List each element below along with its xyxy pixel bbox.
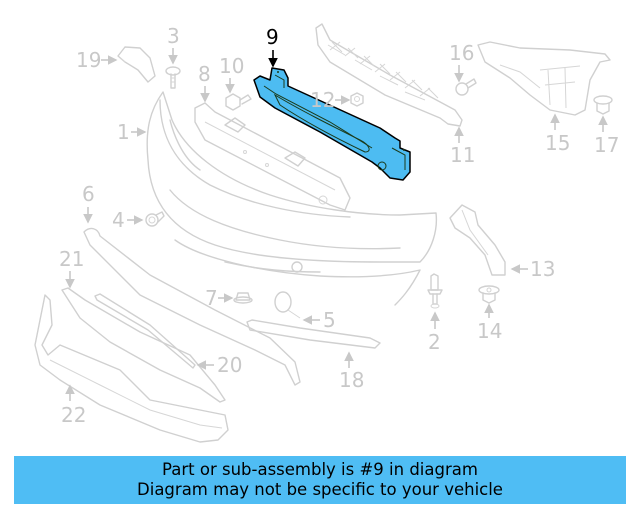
part-18-strip[interactable] — [246, 319, 381, 349]
callout-2[interactable]: 2 — [428, 311, 441, 354]
part-11-upper-support[interactable] — [315, 23, 463, 127]
part-3-screw[interactable] — [165, 66, 181, 89]
callout-9-label: 9 — [266, 25, 279, 49]
callout-20[interactable]: 20 — [196, 353, 242, 377]
callout-22[interactable]: 22 — [61, 384, 86, 427]
part-5-cap[interactable] — [274, 291, 301, 319]
callout-6[interactable]: 6 — [82, 182, 95, 224]
callout-5[interactable]: 5 — [302, 308, 336, 332]
info-banner: Part or sub-assembly is #9 in diagram Di… — [14, 456, 626, 504]
callout-14[interactable]: 14 — [477, 303, 502, 343]
svg-text:7: 7 — [205, 286, 218, 310]
part-19-bracket[interactable] — [117, 46, 156, 83]
banner-line-part-number: Part or sub-assembly is #9 in diagram — [162, 460, 478, 479]
svg-text:18: 18 — [339, 368, 364, 392]
callout-10[interactable]: 10 — [219, 54, 244, 94]
part-6-lower-trim[interactable] — [83, 227, 301, 386]
svg-text:14: 14 — [477, 319, 502, 343]
part-22-skid-plate[interactable] — [34, 294, 229, 443]
callout-21[interactable]: 21 — [59, 247, 84, 289]
svg-text:5: 5 — [323, 308, 336, 332]
part-17-nut[interactable] — [593, 95, 613, 115]
part-21-lower-grille[interactable] — [61, 287, 226, 403]
part-7-clip[interactable] — [233, 292, 253, 304]
svg-text:20: 20 — [217, 353, 242, 377]
callout-4[interactable]: 4 — [112, 208, 144, 232]
callout-13[interactable]: 13 — [510, 257, 555, 281]
banner-line-disclaimer: Diagram may not be specific to your vehi… — [137, 480, 503, 499]
callout-7[interactable]: 7 — [205, 286, 234, 310]
svg-text:10: 10 — [219, 54, 244, 78]
callout-1[interactable]: 1 — [117, 120, 147, 144]
callout-3[interactable]: 3 — [167, 24, 180, 65]
svg-text:3: 3 — [167, 24, 180, 48]
part-14-nut[interactable] — [478, 285, 500, 304]
svg-text:13: 13 — [530, 257, 555, 281]
svg-text:12: 12 — [310, 88, 335, 112]
callout-16[interactable]: 16 — [449, 41, 474, 83]
callout-8[interactable]: 8 — [198, 62, 211, 103]
part-10-bolt[interactable] — [225, 93, 252, 111]
part-2-push-pin[interactable] — [427, 273, 443, 309]
part-16-bolt[interactable] — [455, 78, 477, 96]
part-12-nut[interactable] — [350, 92, 364, 107]
svg-text:8: 8 — [198, 62, 211, 86]
callout-17[interactable]: 17 — [594, 115, 619, 157]
svg-text:11: 11 — [450, 143, 475, 167]
callout-18[interactable]: 18 — [339, 351, 364, 392]
svg-text:4: 4 — [112, 208, 125, 232]
part-20-strip[interactable] — [94, 293, 196, 369]
part-15-side-bracket[interactable] — [477, 41, 611, 116]
svg-text:16: 16 — [449, 41, 474, 65]
svg-text:2: 2 — [428, 330, 441, 354]
callout-15[interactable]: 15 — [545, 113, 570, 155]
svg-text:6: 6 — [82, 182, 95, 206]
part-1-bumper-cover[interactable] — [146, 91, 438, 306]
part-13-bracket[interactable] — [449, 204, 506, 276]
svg-text:21: 21 — [59, 247, 84, 271]
callout-11[interactable]: 11 — [450, 126, 475, 167]
svg-text:1: 1 — [117, 120, 130, 144]
callout-12[interactable]: 12 — [310, 88, 351, 112]
part-9-bumper-reinforcement[interactable] — [253, 67, 411, 181]
svg-text:22: 22 — [61, 403, 86, 427]
part-8-absorber[interactable] — [194, 102, 351, 211]
svg-text:15: 15 — [545, 131, 570, 155]
svg-text:17: 17 — [594, 133, 619, 157]
part-4-clip[interactable] — [145, 211, 165, 227]
callout-19[interactable]: 19 — [76, 48, 118, 72]
callout-9[interactable]: 9 — [266, 25, 279, 68]
svg-text:19: 19 — [76, 48, 101, 72]
